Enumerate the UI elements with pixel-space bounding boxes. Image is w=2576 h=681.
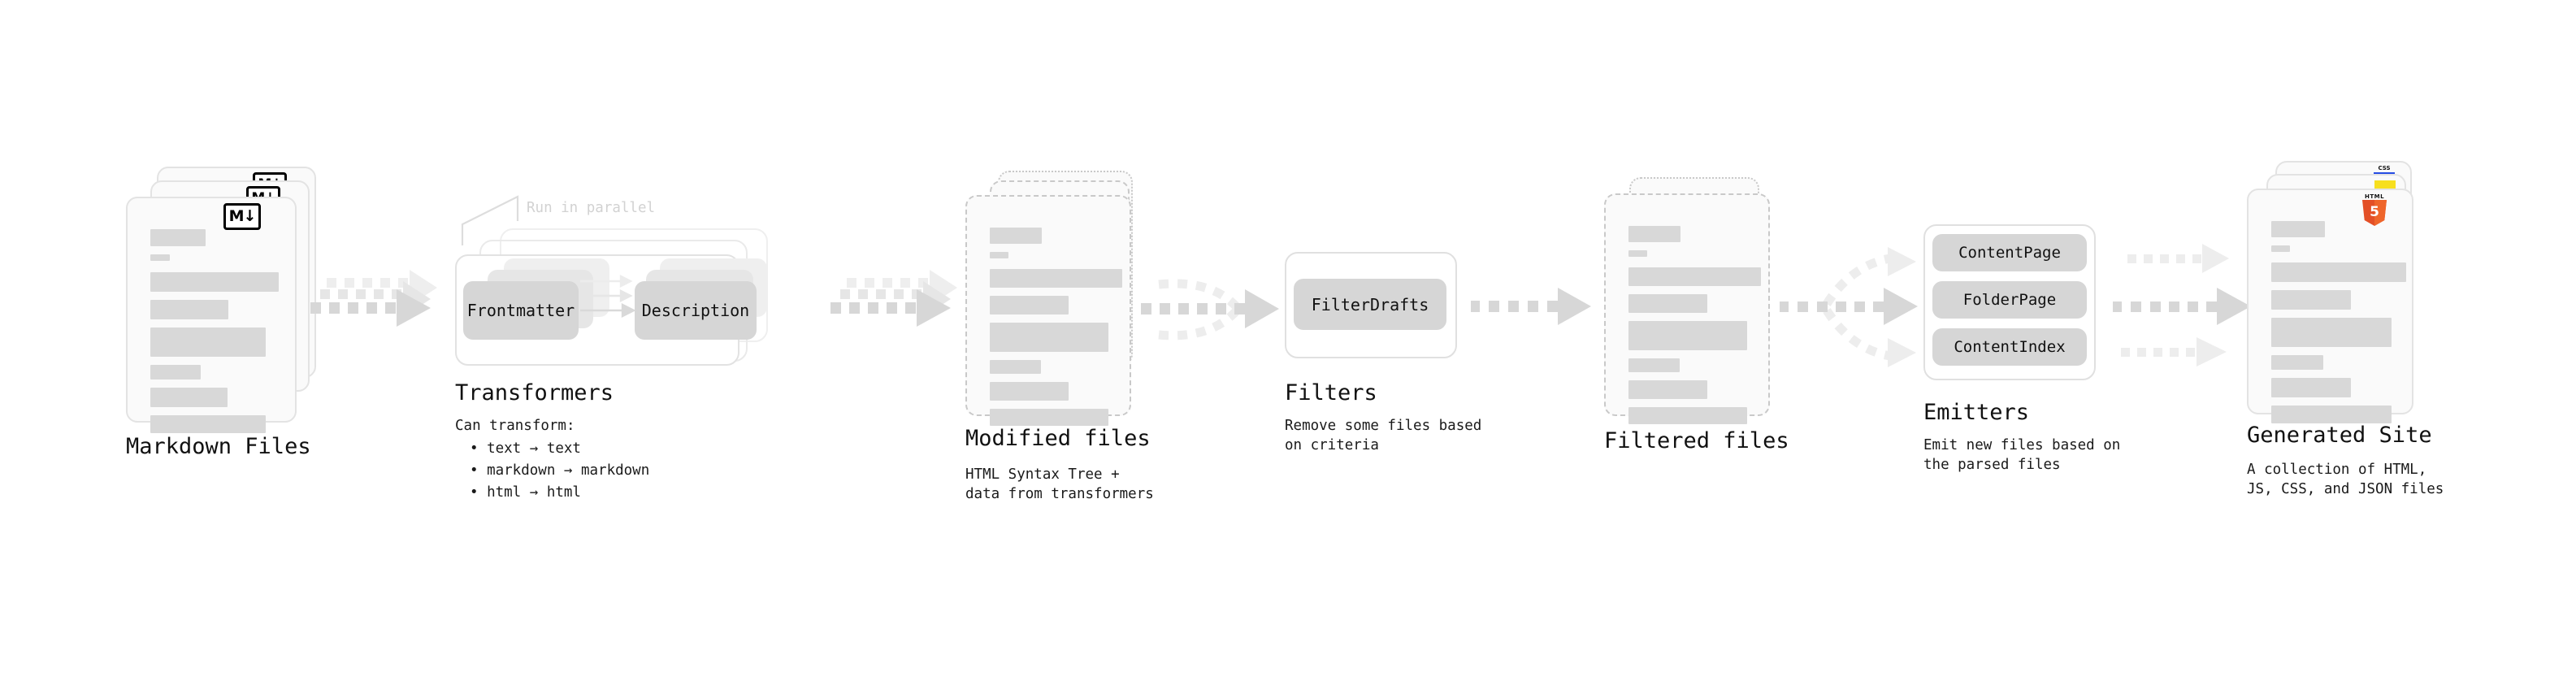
content-line bbox=[990, 296, 1069, 314]
html5-badge-shield: 5 bbox=[2362, 200, 2387, 226]
html5-badge-number: 5 bbox=[2370, 204, 2379, 220]
file-content-lines bbox=[990, 228, 1122, 434]
connector-frontmatter-to-description bbox=[580, 275, 636, 318]
content-line bbox=[2271, 262, 2406, 282]
markdown-badge: M↓ bbox=[223, 203, 261, 230]
content-line bbox=[150, 229, 206, 246]
content-line bbox=[1628, 250, 1647, 257]
chip-filterdrafts-label: FilterDrafts bbox=[1311, 294, 1429, 314]
connector-transformers-to-modified bbox=[830, 270, 957, 327]
content-line bbox=[1628, 267, 1761, 286]
chip-frontmatter[interactable]: Frontmatter bbox=[463, 281, 579, 340]
site-card-front[interactable] bbox=[2247, 189, 2413, 423]
stage-title-generated-site: Generated Site bbox=[2247, 423, 2432, 448]
content-line bbox=[1628, 380, 1707, 399]
chip-folderpage-label: FolderPage bbox=[1962, 291, 2057, 309]
content-line bbox=[990, 228, 1042, 244]
chip-description-label: Description bbox=[641, 301, 750, 320]
content-line bbox=[1628, 407, 1747, 424]
connector-md-to-transformers bbox=[310, 270, 437, 327]
content-line bbox=[990, 323, 1108, 352]
chip-contentindex-label: ContentIndex bbox=[1954, 338, 2066, 356]
chip-description[interactable]: Description bbox=[635, 281, 757, 340]
content-line bbox=[2271, 378, 2351, 397]
chip-contentpage[interactable]: ContentPage bbox=[1932, 234, 2087, 271]
css3-badge-bar bbox=[2374, 172, 2395, 175]
content-line bbox=[150, 365, 201, 380]
stage-title-markdown-files: Markdown Files bbox=[126, 434, 311, 459]
content-line bbox=[150, 388, 228, 407]
stage-title-filtered-files: Filtered files bbox=[1604, 428, 1789, 453]
connector-emitters-to-site bbox=[2113, 244, 2251, 367]
chip-contentpage-label: ContentPage bbox=[1958, 244, 2061, 262]
chip-filterdrafts[interactable]: FilterDrafts bbox=[1294, 279, 1446, 330]
stage-subtitle-emitters: Emit new files based on the parsed files bbox=[1923, 437, 2121, 473]
file-content-lines bbox=[150, 229, 279, 441]
css3-badge-text: CSS bbox=[2378, 165, 2391, 171]
run-in-parallel-bracket bbox=[461, 195, 519, 245]
file-card-front[interactable] bbox=[126, 197, 297, 433]
chip-contentindex[interactable]: ContentIndex bbox=[1932, 328, 2087, 366]
stage-subtitle-filters: Remove some files based on criteria bbox=[1285, 418, 1482, 453]
content-line bbox=[150, 300, 228, 319]
stage-subtitle-modified-files: HTML Syntax Tree + data from transformer… bbox=[965, 466, 1154, 502]
transformer-bullet-1: • markdown → markdown bbox=[470, 462, 650, 479]
stage-subtitle-transformers: Can transform: bbox=[455, 418, 575, 434]
html5-badge: HTML 5 bbox=[2361, 193, 2388, 226]
content-line bbox=[2271, 318, 2392, 347]
stage-title-modified-files: Modified files bbox=[965, 426, 1151, 451]
content-line bbox=[2271, 355, 2323, 370]
content-line bbox=[2271, 245, 2290, 252]
content-line bbox=[990, 360, 1041, 374]
connector-modified-to-filters bbox=[1141, 279, 1279, 340]
modified-card-front[interactable] bbox=[965, 195, 1131, 426]
content-line bbox=[150, 415, 266, 433]
file-content-lines bbox=[1628, 226, 1761, 432]
stage-subtitle-generated-site: A collection of HTML, JS, CSS, and JSON … bbox=[2247, 462, 2444, 497]
content-line bbox=[150, 254, 170, 261]
html5-badge-caption: HTML bbox=[2364, 193, 2385, 200]
content-line bbox=[990, 269, 1122, 288]
markdown-badge-text: M↓ bbox=[228, 207, 257, 225]
stage-title-transformers: Transformers bbox=[455, 380, 614, 406]
transformer-bullet-0: • text → text bbox=[470, 440, 581, 457]
content-line bbox=[1628, 321, 1747, 350]
content-line bbox=[150, 327, 266, 357]
css3-badge: CSS bbox=[2374, 166, 2395, 176]
run-in-parallel-note: Run in parallel bbox=[527, 200, 656, 216]
content-line bbox=[1628, 294, 1707, 313]
transformer-bullet-2: • html → html bbox=[470, 484, 581, 501]
stage-title-emitters: Emitters bbox=[1923, 400, 2030, 425]
file-content-lines bbox=[2271, 221, 2406, 432]
content-line bbox=[990, 382, 1069, 401]
content-line bbox=[150, 272, 279, 292]
content-line bbox=[2271, 290, 2351, 310]
filtered-card-front[interactable] bbox=[1604, 193, 1770, 424]
content-line bbox=[1628, 226, 1680, 242]
chip-frontmatter-label: Frontmatter bbox=[466, 301, 575, 320]
connector-filtered-to-emitters bbox=[1780, 247, 1918, 367]
content-line bbox=[990, 252, 1008, 258]
stage-title-filters: Filters bbox=[1285, 380, 1377, 406]
content-line bbox=[2271, 221, 2325, 237]
content-line bbox=[1628, 358, 1680, 372]
content-line bbox=[990, 409, 1108, 426]
content-line bbox=[2271, 406, 2392, 423]
connector-filters-to-filtered bbox=[1471, 288, 1591, 325]
chip-folderpage[interactable]: FolderPage bbox=[1932, 281, 2087, 319]
